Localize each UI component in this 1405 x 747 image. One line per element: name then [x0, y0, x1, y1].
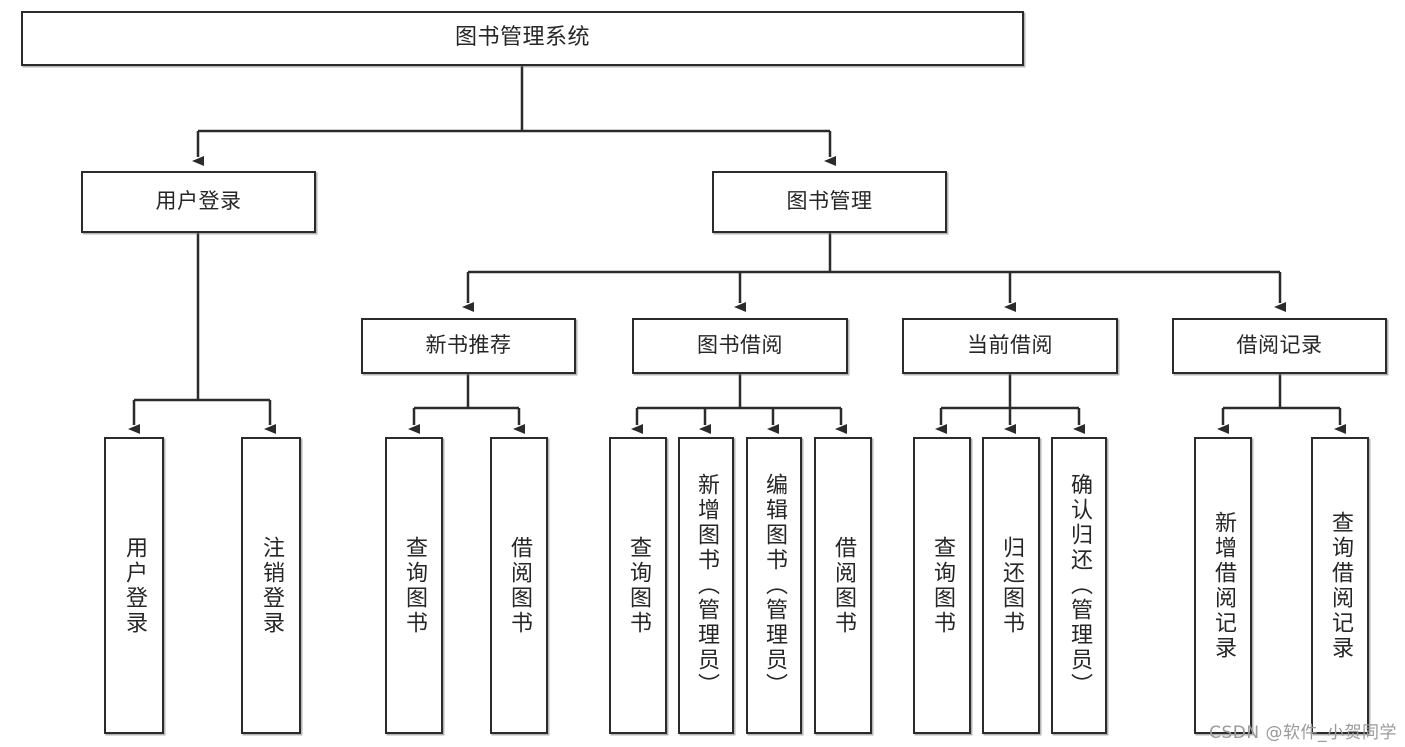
node-new-book-recommendation[interactable]: 新书推荐: [361, 318, 576, 374]
leaf-edit-book-admin[interactable]: 编辑图书（管理员）: [746, 437, 802, 734]
node-label: 用户登录: [122, 535, 147, 636]
node-label: 图书管理: [786, 189, 873, 214]
node-label: 新增图书（管理员）: [694, 473, 719, 698]
leaf-query-borrow-record[interactable]: 查询借阅记录: [1311, 437, 1369, 734]
node-root-book-management-system[interactable]: 图书管理系统: [21, 11, 1024, 66]
node-label: 查询借阅记录: [1328, 510, 1353, 661]
leaf-user-login[interactable]: 用户登录: [104, 437, 164, 734]
node-user-login[interactable]: 用户登录: [81, 171, 316, 233]
node-current-borrowing[interactable]: 当前借阅: [902, 318, 1118, 374]
node-label: 借阅图书: [831, 535, 856, 636]
node-label: 注销登录: [259, 535, 284, 636]
node-label: 借阅图书: [507, 535, 532, 636]
node-label: 图书借阅: [697, 333, 783, 358]
leaf-return-books[interactable]: 归还图书: [982, 437, 1040, 734]
node-label: 查询图书: [626, 535, 651, 636]
leaf-logout[interactable]: 注销登录: [241, 437, 301, 734]
node-label: 当前借阅: [967, 333, 1053, 358]
leaf-borrow-books-borrowing[interactable]: 借阅图书: [814, 437, 872, 734]
leaf-query-books-recommend[interactable]: 查询图书: [385, 437, 443, 734]
watermark: CSDN @软件_小贺同学: [1209, 723, 1397, 743]
node-label: 编辑图书（管理员）: [762, 473, 787, 698]
node-label: 新增借阅记录: [1211, 510, 1236, 661]
node-label: 图书管理系统: [454, 25, 590, 51]
node-label: 归还图书: [999, 535, 1024, 636]
node-label: 借阅记录: [1236, 333, 1323, 358]
node-label: 确认归还（管理员）: [1067, 473, 1092, 698]
leaf-query-books-current[interactable]: 查询图书: [913, 437, 971, 734]
leaf-add-book-admin[interactable]: 新增图书（管理员）: [678, 437, 734, 734]
node-label: 用户登录: [155, 189, 242, 214]
leaf-borrow-books-recommend[interactable]: 借阅图书: [490, 437, 548, 734]
leaf-confirm-return-admin[interactable]: 确认归还（管理员）: [1051, 437, 1107, 734]
node-label: 查询图书: [930, 535, 955, 636]
node-book-management[interactable]: 图书管理: [712, 171, 947, 233]
node-book-borrowing[interactable]: 图书借阅: [632, 318, 848, 374]
node-label: 查询图书: [402, 535, 427, 636]
node-label: 新书推荐: [425, 333, 512, 358]
node-borrowing-records[interactable]: 借阅记录: [1172, 318, 1387, 374]
leaf-add-borrow-record[interactable]: 新增借阅记录: [1194, 437, 1252, 734]
leaf-query-books-borrowing[interactable]: 查询图书: [609, 437, 667, 734]
